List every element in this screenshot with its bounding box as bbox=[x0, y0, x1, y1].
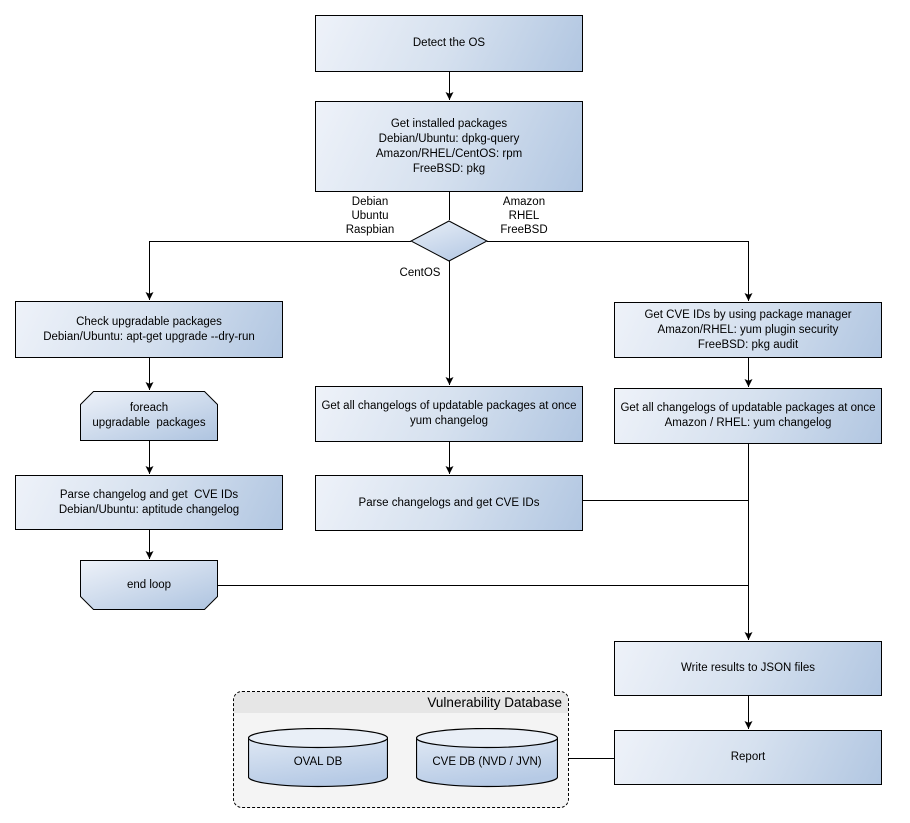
vulnerability-database-panel: Vulnerability Database OVAL DB bbox=[233, 691, 569, 808]
node-text: yum changelog bbox=[410, 415, 488, 427]
node-text: Report bbox=[730, 751, 766, 763]
node-cve-db: CVE DB (NVD / JVN) bbox=[415, 727, 559, 788]
loop-end-text: end loop bbox=[80, 560, 218, 610]
arrow-diamond-to-get-cve-ids bbox=[487, 241, 753, 301]
branch-label-line: CentOS bbox=[399, 267, 441, 279]
branch-label-line: RHEL bbox=[508, 210, 540, 222]
node-text: Debian/Ubuntu: aptitude changelog bbox=[58, 503, 240, 516]
node-check-upgradable-packages: Check upgradable packages Debian/Ubuntu:… bbox=[15, 301, 283, 358]
node-text: FreeBSD: pkg audit bbox=[697, 338, 799, 351]
node-text: Get CVE IDs by using package manager bbox=[644, 308, 852, 321]
node-get-changelogs-centos: Get all changelogs of updatable packages… bbox=[315, 386, 583, 442]
arrow-diamond-to-check-upgradable bbox=[145, 241, 411, 300]
node-parse-changelog-debian: Parse changelog and get CVE IDs Debian/U… bbox=[15, 475, 283, 530]
node-text: Parse changelogs and get CVE IDs bbox=[358, 496, 540, 509]
node-detect-os: Detect the OS bbox=[315, 15, 583, 72]
node-text: Amazon / RHEL: yum changelog bbox=[664, 417, 832, 429]
branch-label-line: Amazon bbox=[502, 196, 546, 208]
node-text: Check upgradable packages bbox=[76, 315, 222, 328]
loop-start-shape bbox=[80, 391, 218, 441]
node-text: foreach bbox=[129, 402, 169, 414]
node-foreach-loop-start: foreach upgradable packages bbox=[80, 391, 218, 441]
branch-label-line: Ubuntu bbox=[351, 210, 389, 222]
node-text: upgradable packages bbox=[92, 417, 206, 429]
cylinder-label: CVE DB (NVD / JVN) bbox=[432, 756, 542, 768]
branch-label-line: FreeBSD bbox=[500, 224, 548, 236]
node-oval-db: OVAL DB bbox=[247, 727, 389, 788]
node-end-loop: end loop bbox=[80, 560, 218, 610]
branch-label-centos: CentOS bbox=[380, 266, 460, 280]
branch-label-amazon-group: Amazon RHEL FreeBSD bbox=[479, 195, 569, 237]
node-text: end loop bbox=[126, 578, 172, 591]
node-get-changelogs-amazon-rhel: Get all changelogs of updatable packages… bbox=[614, 388, 882, 444]
branch-label-line: Raspbian bbox=[345, 224, 395, 236]
node-parse-changelogs-centos: Parse changelogs and get CVE IDs bbox=[315, 475, 583, 531]
node-text: Amazon/RHEL: yum plugin security bbox=[657, 323, 839, 336]
node-text: Get all changelogs of updatable packages… bbox=[321, 400, 577, 412]
node-text: FreeBSD: pkg bbox=[412, 162, 486, 175]
node-text: Get all changelogs of updatable packages… bbox=[620, 402, 876, 414]
node-text: Debian/Ubuntu: dpkg-query bbox=[378, 132, 520, 145]
node-text: Detect the OS bbox=[412, 37, 486, 49]
node-write-results-json: Write results to JSON files bbox=[614, 641, 882, 696]
node-get-installed-packages: Get installed packages Debian/Ubuntu: dp… bbox=[315, 101, 583, 192]
diamond-shape bbox=[410, 220, 488, 262]
vulnerability-database-title: Vulnerability Database bbox=[427, 695, 562, 710]
node-text: Parse changelog and get CVE IDs bbox=[59, 488, 239, 501]
loop-end-shape bbox=[80, 560, 218, 610]
node-text: Amazon/RHEL/CentOS: rpm bbox=[375, 147, 523, 160]
node-os-decision-diamond bbox=[410, 220, 488, 262]
node-text: Write results to JSON files bbox=[681, 662, 815, 674]
branch-label-line: Debian bbox=[351, 196, 389, 208]
cylinder-label: OVAL DB bbox=[293, 756, 343, 768]
database-cylinder-icon bbox=[247, 727, 389, 788]
loop-start-text: foreach upgradable packages bbox=[80, 391, 218, 441]
database-cylinder-icon bbox=[415, 727, 559, 788]
branch-label-debian-group: Debian Ubuntu Raspbian bbox=[325, 195, 415, 237]
node-get-cve-ids-package-manager: Get CVE IDs by using package manager Ama… bbox=[614, 302, 882, 358]
vulnerability-database-header: Vulnerability Database bbox=[234, 692, 568, 713]
node-text: Debian/Ubuntu: apt-get upgrade --dry-run bbox=[43, 330, 255, 343]
node-report: Report bbox=[614, 730, 882, 785]
node-text: Get installed packages bbox=[390, 117, 508, 130]
